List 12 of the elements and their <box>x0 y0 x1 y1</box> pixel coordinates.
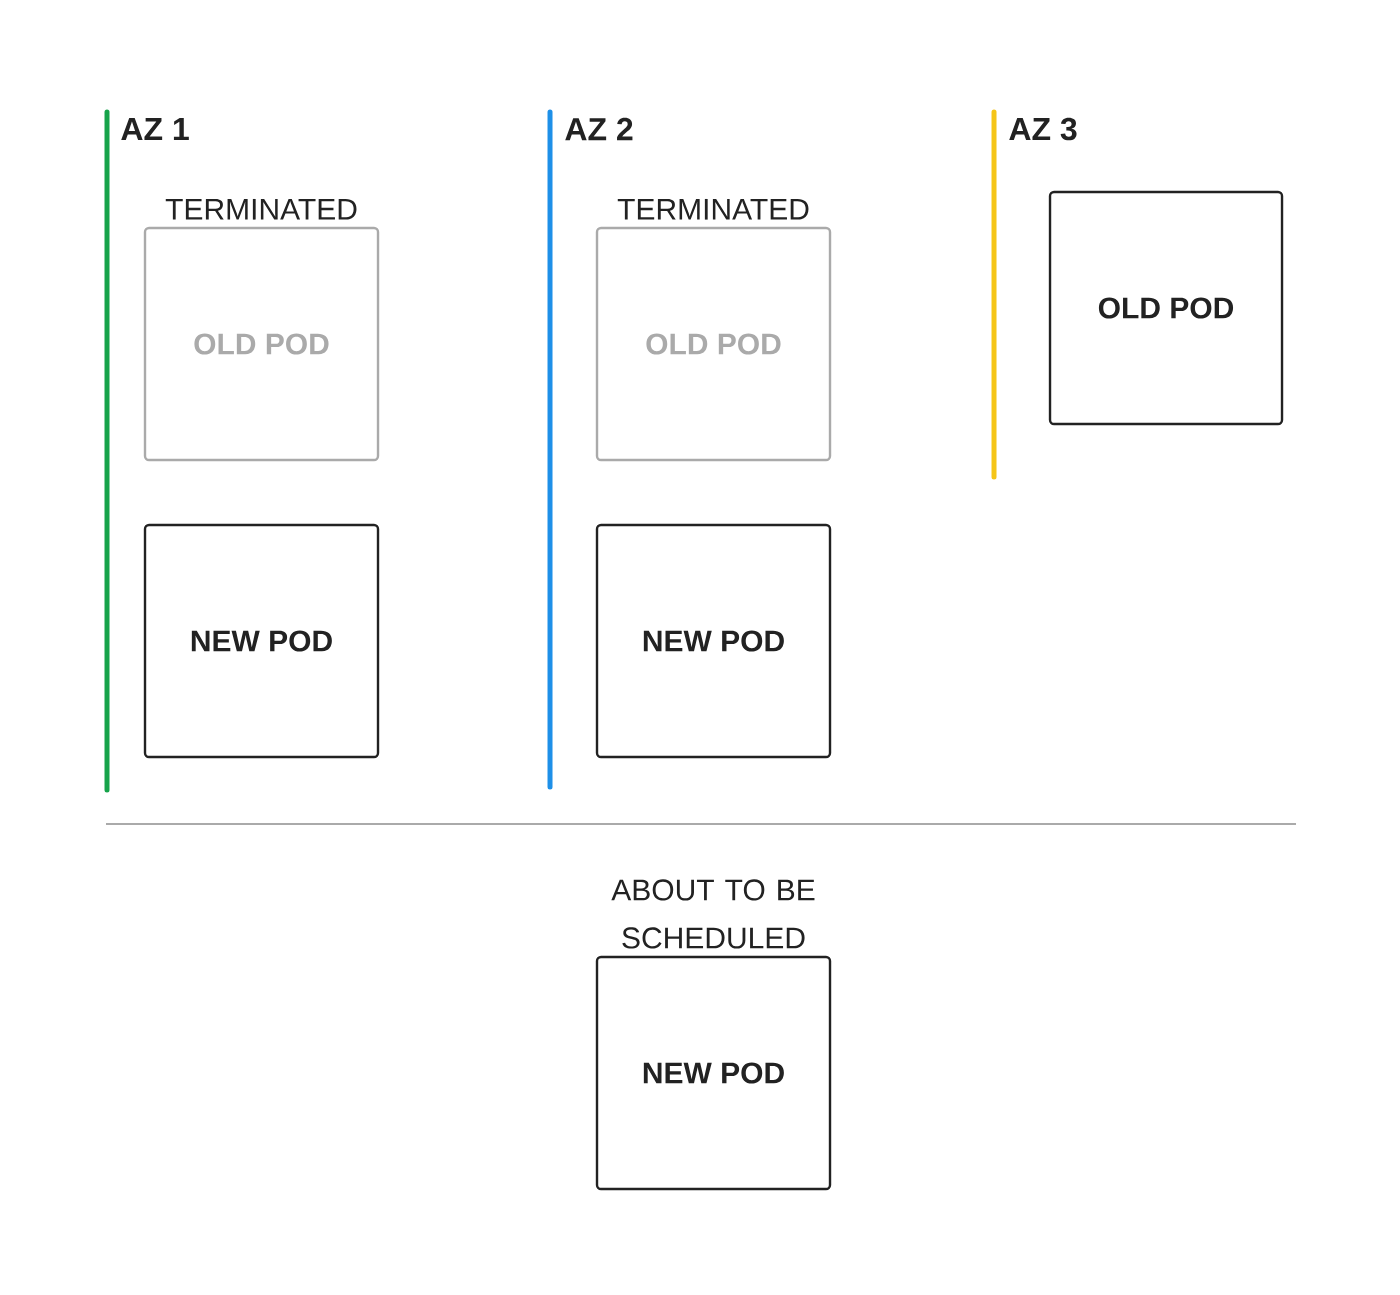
status-heading: ABOUT TO BE SCHEDULED <box>611 879 815 949</box>
pod-box: OLD POD <box>595 226 832 462</box>
pod-box: NEW POD <box>143 523 380 759</box>
zone-label: AZ 2 <box>565 117 633 141</box>
zone-label: AZ 1 <box>121 118 189 140</box>
pod-box: OLD POD <box>143 226 380 462</box>
pod-box: OLD POD <box>1048 190 1284 426</box>
zone-label: AZ 3 <box>1009 117 1077 141</box>
status-heading: TERMINATED <box>617 198 809 220</box>
pod-box: NEW POD <box>595 955 832 1191</box>
pod-box: NEW POD <box>595 523 832 759</box>
status-heading: TERMINATED <box>165 198 357 220</box>
